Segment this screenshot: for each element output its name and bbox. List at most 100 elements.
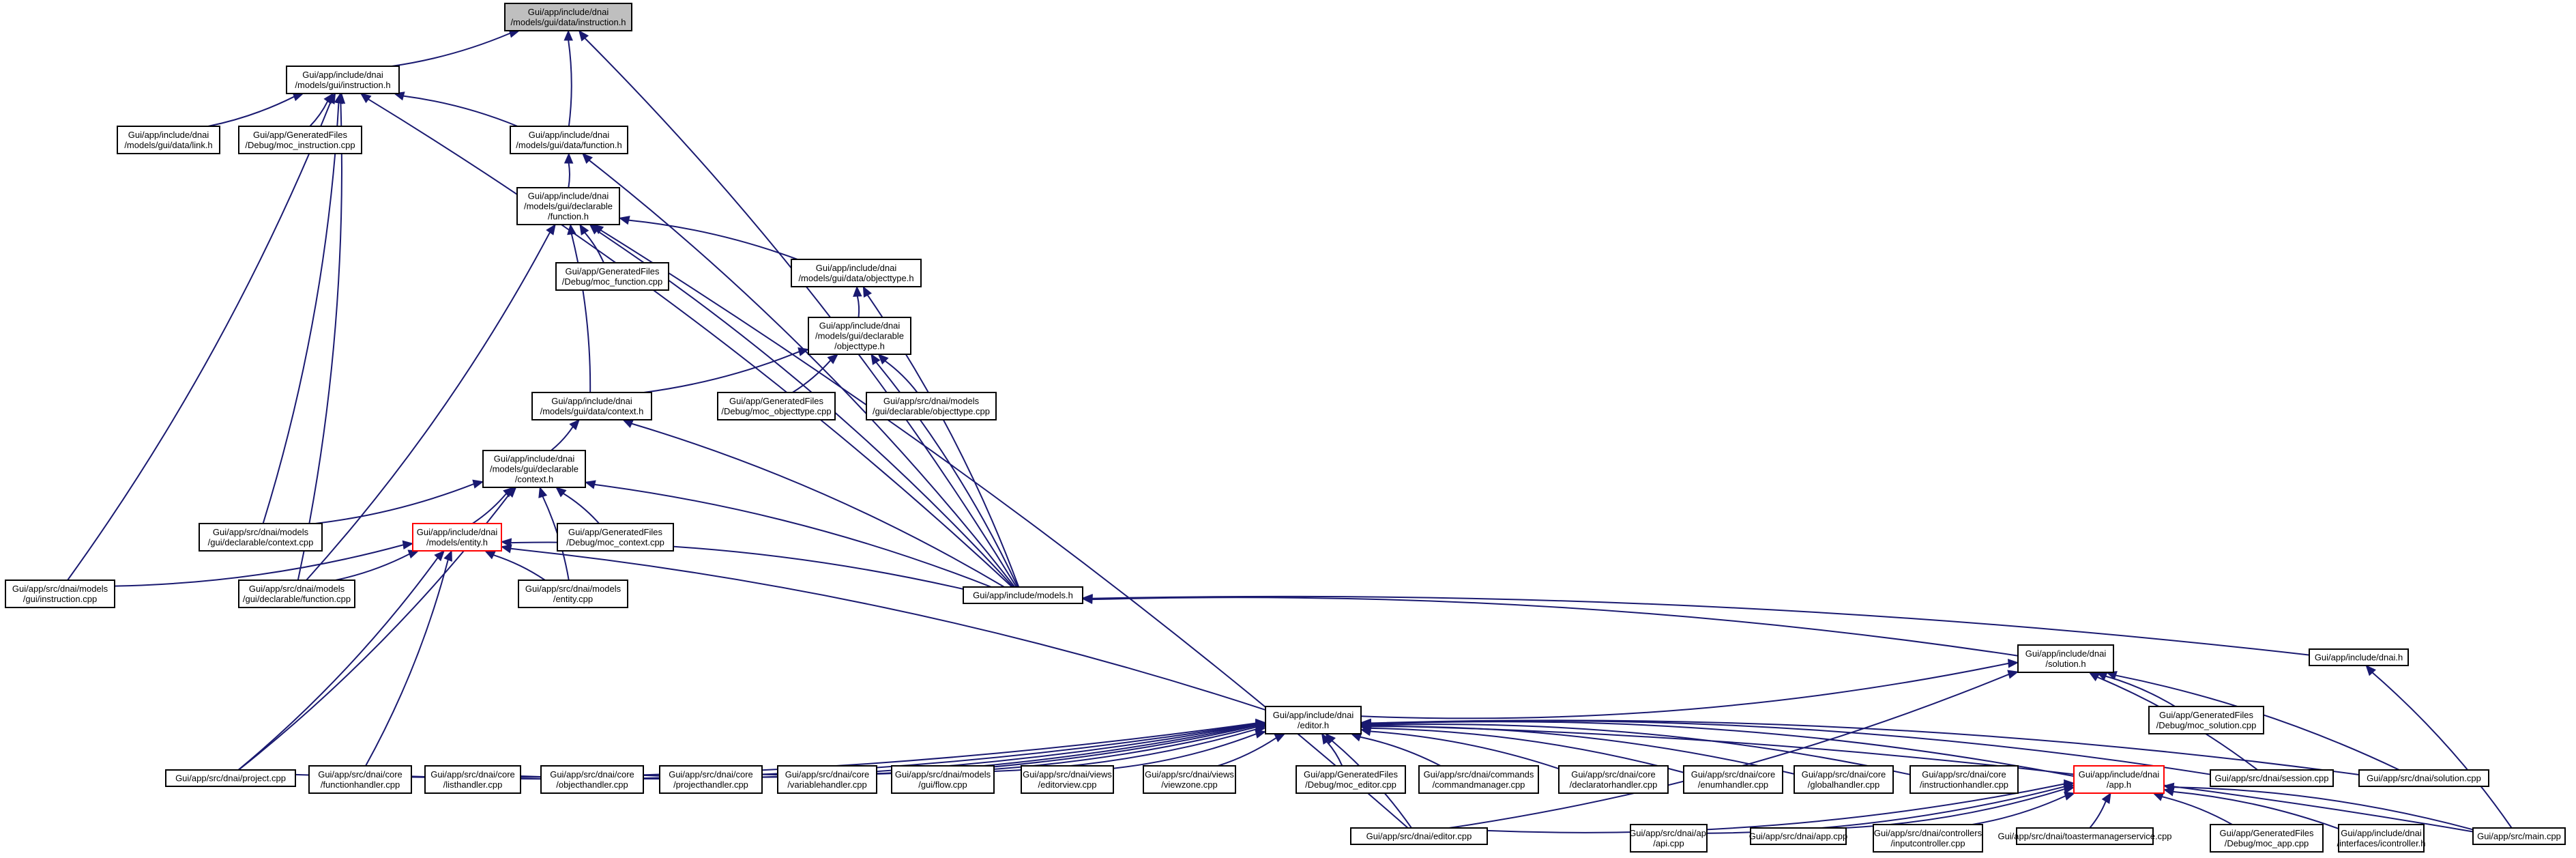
- graph-node-n14[interactable]: Gui/app/include/dnai/models/entity.h: [412, 523, 502, 552]
- graph-node-n2[interactable]: Gui/app/include/dnai/models/gui/data/lin…: [117, 126, 220, 154]
- edge-n9-to-n8: [643, 347, 810, 393]
- graph-node-n10[interactable]: Gui/app/GeneratedFiles/Debug/moc_objectt…: [717, 392, 836, 420]
- graph-node-n33[interactable]: Gui/app/GeneratedFiles/Debug/moc_editor.…: [1296, 765, 1406, 794]
- graph-node-n13[interactable]: Gui/app/src/dnai/models/gui/declarable/c…: [199, 523, 323, 552]
- arrowhead: [2007, 659, 2019, 668]
- node-label-line: /models/gui/declarable: [815, 331, 904, 341]
- graph-node-n48[interactable]: Gui/app/include/dnai/interfaces/icontrol…: [2337, 824, 2426, 853]
- arrowhead: [582, 153, 593, 165]
- graph-node-n41[interactable]: Gui/app/src/dnai/solution.cpp: [2358, 769, 2489, 787]
- node-label-line: /gui/declarable/context.cpp: [208, 537, 314, 547]
- graph-node-n39[interactable]: Gui/app/include/dnai/app.h: [2073, 765, 2165, 794]
- node-box: [1558, 765, 1669, 794]
- graph-node-n3[interactable]: Gui/app/GeneratedFiles/Debug/moc_instruc…: [238, 126, 362, 154]
- graph-node-n22[interactable]: Gui/app/GeneratedFiles/Debug/moc_solutio…: [2148, 706, 2264, 734]
- node-box: [866, 392, 997, 420]
- edge-n32-to-n23: [1217, 733, 1286, 767]
- graph-node-n0[interactable]: Gui/app/include/dnai/models/gui/data/ins…: [504, 3, 632, 31]
- node-label-line: /gui/flow.cpp: [918, 780, 967, 790]
- graph-node-n42[interactable]: Gui/app/src/dnai/editor.cpp: [1350, 827, 1488, 845]
- graph-node-n11[interactable]: Gui/app/src/dnai/models/gui/declarable/o…: [866, 392, 997, 420]
- graph-node-n17[interactable]: Gui/app/src/dnai/models/gui/declarable/f…: [238, 580, 355, 608]
- node-box: [2358, 769, 2489, 787]
- node-label-line: Gui/app/src/dnai/core: [318, 769, 402, 780]
- graph-node-n20[interactable]: Gui/app/include/dnai/solution.h: [2017, 644, 2114, 673]
- nodes-layer: Gui/app/include/dnai/models/gui/data/ins…: [5, 3, 2566, 853]
- graph-node-n26[interactable]: Gui/app/src/dnai/core/listhandler.cpp: [424, 765, 521, 794]
- graph-node-n32[interactable]: Gui/app/src/dnai/views/viewzone.cpp: [1143, 765, 1236, 794]
- edge-line: [510, 547, 1266, 711]
- graph-node-n40[interactable]: Gui/app/src/dnai/session.cpp: [2210, 769, 2334, 787]
- edge-line: [643, 351, 800, 393]
- graph-node-n6[interactable]: Gui/app/GeneratedFiles/Debug/moc_functio…: [555, 262, 669, 291]
- node-label-line: /gui/instruction.cpp: [23, 594, 97, 604]
- graph-node-n1[interactable]: Gui/app/include/dnai/models/gui/instruct…: [286, 66, 400, 94]
- graph-node-n45[interactable]: Gui/app/src/dnai/controllers/inputcontro…: [1873, 824, 1983, 853]
- node-label-line: Gui/app/src/dnai/models: [249, 584, 345, 594]
- arrowhead: [2101, 792, 2111, 804]
- node-box: [1630, 824, 1708, 853]
- arrowhead: [569, 419, 580, 431]
- node-label-line: /globalhandler.cpp: [1808, 780, 1880, 790]
- graph-node-n9[interactable]: Gui/app/include/dnai/models/gui/data/con…: [531, 392, 652, 420]
- arrowhead: [1274, 733, 1286, 743]
- graph-node-n36[interactable]: Gui/app/src/dnai/core/enumhandler.cpp: [1683, 765, 1783, 794]
- edge-line: [493, 554, 546, 581]
- node-label-line: Gui/app/include/dnai.h: [2315, 653, 2403, 663]
- node-label-line: /models/gui/data/link.h: [124, 140, 212, 150]
- graph-node-n29[interactable]: Gui/app/src/dnai/core/variablehandler.cp…: [777, 765, 877, 794]
- node-label-line: Gui/app/src/dnai/core: [1571, 769, 1656, 780]
- edge-line: [1370, 724, 1911, 775]
- edge-line: [237, 557, 439, 771]
- graph-node-n38[interactable]: Gui/app/src/dnai/core/instructionhandler…: [1909, 765, 2019, 794]
- graph-node-n24[interactable]: Gui/app/src/dnai/project.cpp: [165, 769, 296, 787]
- node-label-line: /Debug/moc_context.cpp: [566, 537, 664, 547]
- graph-node-n37[interactable]: Gui/app/src/dnai/core/globalhandler.cpp: [1794, 765, 1894, 794]
- graph-node-n18[interactable]: Gui/app/src/dnai/models/entity.cpp: [518, 580, 628, 608]
- graph-node-n49[interactable]: Gui/app/src/main.cpp: [2472, 827, 2566, 845]
- node-label-line: Gui/app/src/dnai/models: [213, 527, 309, 537]
- graph-node-n16[interactable]: Gui/app/src/dnai/models/gui/instruction.…: [5, 580, 115, 608]
- node-label-line: Gui/app/include/dnai: [1273, 710, 1354, 720]
- graph-node-n23[interactable]: Gui/app/include/dnai/editor.h: [1265, 706, 1362, 734]
- graph-node-n12[interactable]: Gui/app/include/dnai/models/gui/declarab…: [482, 450, 586, 488]
- graph-node-n43[interactable]: Gui/app/src/dnai/api/api.cpp: [1629, 824, 1708, 853]
- graph-node-n47[interactable]: Gui/app/GeneratedFiles/Debug/moc_app.cpp: [2210, 824, 2324, 853]
- edge-n11-to-n8: [877, 354, 918, 393]
- edge-line: [472, 493, 507, 524]
- arrowhead: [618, 216, 630, 225]
- arrowhead: [797, 347, 810, 356]
- graph-node-n35[interactable]: Gui/app/src/dnai/core/declaratorhandler.…: [1558, 765, 1669, 794]
- node-box: [791, 259, 922, 287]
- edge-n13-to-n12: [315, 479, 484, 524]
- graph-node-n15[interactable]: Gui/app/GeneratedFiles/Debug/moc_context…: [557, 523, 674, 552]
- graph-node-n30[interactable]: Gui/app/src/dnai/models/gui/flow.cpp: [891, 765, 995, 794]
- node-label-line: Gui/app/GeneratedFiles: [2219, 828, 2314, 838]
- node-label-line: /models/entity.h: [426, 537, 488, 547]
- node-box: [1265, 706, 1362, 734]
- graph-node-n4[interactable]: Gui/app/include/dnai/models/gui/data/fun…: [510, 126, 628, 154]
- graph-node-n34[interactable]: Gui/app/src/dnai/commands/commandmanager…: [1418, 765, 1539, 794]
- edge-n21-to-n19: [1081, 593, 2310, 656]
- graph-node-n21[interactable]: Gui/app/include/dnai.h: [2309, 648, 2409, 666]
- node-label-line: /instructionhandler.cpp: [1920, 780, 2008, 790]
- graph-node-n28[interactable]: Gui/app/src/dnai/core/projecthandler.cpp: [659, 765, 763, 794]
- graph-node-n46[interactable]: Gui/app/src/dnai/toastermanagerservice.c…: [1997, 827, 2172, 845]
- edge-line: [392, 32, 511, 67]
- edge-line: [1360, 662, 2009, 719]
- graph-node-n8[interactable]: Gui/app/include/dnai/models/gui/declarab…: [808, 317, 911, 355]
- graph-node-n19[interactable]: Gui/app/include/models.h: [963, 586, 1083, 604]
- graph-node-n44[interactable]: Gui/app/src/dnai/app.cpp: [1749, 827, 1848, 845]
- graph-node-n25[interactable]: Gui/app/src/dnai/core/functionhandler.cp…: [308, 765, 412, 794]
- graph-node-n31[interactable]: Gui/app/src/dnai/views/editorview.cpp: [1021, 765, 1114, 794]
- graph-node-n7[interactable]: Gui/app/include/dnai/models/gui/data/obj…: [791, 259, 922, 287]
- edge-line: [2173, 786, 2474, 831]
- edge-line: [1487, 783, 2065, 833]
- node-label-line: /models/gui/declarable: [524, 201, 613, 212]
- graph-node-n5[interactable]: Gui/app/include/dnai/models/gui/declarab…: [516, 187, 620, 225]
- graph-node-n27[interactable]: Gui/app/src/dnai/core/objecthandler.cpp: [540, 765, 644, 794]
- edge-n2-to-n1: [207, 92, 304, 127]
- node-label-line: /solution.h: [2045, 659, 2085, 669]
- node-label-line: Gui/app/GeneratedFiles: [253, 130, 348, 140]
- node-box: [516, 187, 620, 225]
